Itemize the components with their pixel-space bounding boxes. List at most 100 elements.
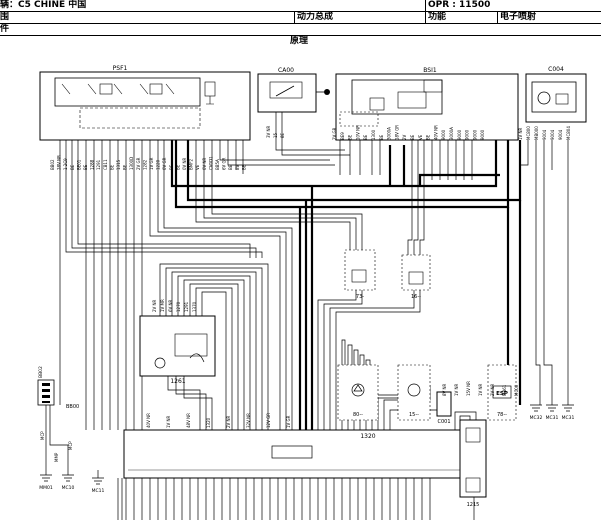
module-ca00: CA00 <box>257 67 330 113</box>
wire-label: MCP <box>40 431 45 440</box>
wire-label: 8E <box>280 132 285 138</box>
wire-label: 12V GR <box>266 413 271 428</box>
component-field: 件 <box>0 24 10 34</box>
wire-label: 2V NR <box>226 415 231 428</box>
ground-label: MC32 <box>530 415 543 421</box>
wire-label: 2V NR <box>152 299 157 312</box>
ground-label: MM01 <box>39 485 53 491</box>
module-bb00: BB00 BB02 <box>37 366 79 410</box>
label-15: 15-- <box>409 412 419 418</box>
wire-label: 8V <box>235 164 240 170</box>
label-78: 78-- <box>497 412 507 418</box>
wire-label: VE <box>418 134 423 140</box>
wire-label: BE <box>228 164 233 170</box>
wire-label: 1V NR <box>478 383 483 396</box>
wire-label: 1V MR <box>160 299 165 312</box>
module-80: 80-- <box>337 364 379 421</box>
wire-label: BE <box>175 164 180 170</box>
diagram-title: 原理 <box>290 36 309 46</box>
wire-label: 1 2C9 <box>63 158 68 170</box>
module-15: 15-- <box>397 364 431 421</box>
wire-label: 0V GR <box>162 157 167 170</box>
module-c001: C001 <box>436 391 452 425</box>
wire-label: 9004 <box>542 129 547 140</box>
wire-label: 28V NR <box>57 155 62 170</box>
wire-label: BE <box>83 164 88 170</box>
wire-label: 9000 <box>480 129 485 140</box>
ground-label: MC31 <box>562 415 575 421</box>
wire-label: 3000A <box>449 127 454 140</box>
system-field: 动力总成 <box>294 12 425 23</box>
label-1320: 1320 <box>360 433 375 440</box>
wire-label: BE9 <box>340 132 345 140</box>
label-16: 16-- <box>411 294 421 300</box>
wire-label: 1300 <box>371 129 376 140</box>
module-psf1: PSF1 <box>39 65 251 141</box>
wire-label: MC800 <box>526 126 531 140</box>
wire-label: 1291 <box>96 159 101 170</box>
module-1320: 1320 <box>123 429 485 479</box>
wire-harness <box>45 112 569 520</box>
wire-label: MMP <box>54 452 59 462</box>
wire-label: 18V GR <box>394 125 399 140</box>
ground-symbols <box>40 404 574 485</box>
title-block: 辆：C5 CHINE 中国 OPR : 11500 围 动力总成 功能 电子喷射… <box>0 0 601 46</box>
wire-label: MCP <box>68 441 73 450</box>
label-bb00: BB00 <box>66 404 79 410</box>
wire-label: BE <box>426 134 431 140</box>
wire-label: 32V NR <box>246 413 251 428</box>
label-80: 80-- <box>353 412 363 418</box>
wire-label: 10V NR <box>355 125 360 140</box>
wire-label: 6V NR <box>168 299 173 312</box>
wire-label: 40V NR <box>146 413 151 428</box>
wire-label: MB000 <box>534 126 539 140</box>
wire-label: CB11 <box>103 159 108 170</box>
ground-label: MC10 <box>62 485 75 491</box>
wire-label: 2V GR <box>136 157 141 170</box>
wire-label: 1282 <box>142 159 147 170</box>
wire-label: 1V GR <box>149 157 154 170</box>
function-label: 功能 <box>425 12 497 23</box>
wire-label: 1288 <box>90 159 95 170</box>
scope-field: 围 <box>0 12 10 22</box>
wire-label: MC00 <box>514 384 519 396</box>
wire-label: 1320 <box>206 417 211 428</box>
wire-label: 0V NR <box>182 157 187 170</box>
wire-label: BE <box>169 164 174 170</box>
wire-label: 15V NR <box>466 381 471 396</box>
wire-label: 9000 <box>457 129 462 140</box>
label-1215: 1215 <box>467 502 480 508</box>
wire-label: BE <box>379 134 384 140</box>
vehicle-field: 辆：C5 CHINE 中国 <box>0 0 87 10</box>
wire-label: 6V GR <box>222 157 227 170</box>
wire-label: BB5A <box>215 159 220 170</box>
wire-label: 1V NR <box>166 415 171 428</box>
wire-label: BB02 <box>50 159 55 170</box>
title-row-1: 辆：C5 CHINE 中国 OPR : 11500 <box>0 0 601 12</box>
wire-label: BE <box>70 164 75 170</box>
wire-label: 8V NR <box>442 383 447 396</box>
wire-label: 15 <box>273 132 278 138</box>
module-16: 16-- <box>401 254 431 300</box>
label-esp: ESP <box>496 391 508 397</box>
wire-label: 9000 <box>441 129 446 140</box>
wire-label: 1220 <box>156 159 161 170</box>
ground-label: MC11 <box>92 488 105 494</box>
label-c001: C001 <box>437 419 450 425</box>
wire-label: 1300D <box>129 157 134 170</box>
wire-label: 1370 <box>192 301 197 312</box>
module-78: ESP 78-- <box>487 364 517 421</box>
wire-label: 40V NR <box>433 125 438 140</box>
wire-label: MC804 <box>566 126 571 140</box>
wire-label: BE01 <box>76 159 81 170</box>
module-73: 73- <box>344 249 376 300</box>
wire-label: VE <box>195 164 200 170</box>
wire-label: 9000 <box>465 129 470 140</box>
wire-label: MB61 <box>502 384 507 396</box>
wire-label: 1V GR <box>286 415 291 428</box>
wire-label: 9004 <box>550 129 555 140</box>
wire-label: BE <box>123 164 128 170</box>
wire-label: 2V NR <box>490 383 495 396</box>
